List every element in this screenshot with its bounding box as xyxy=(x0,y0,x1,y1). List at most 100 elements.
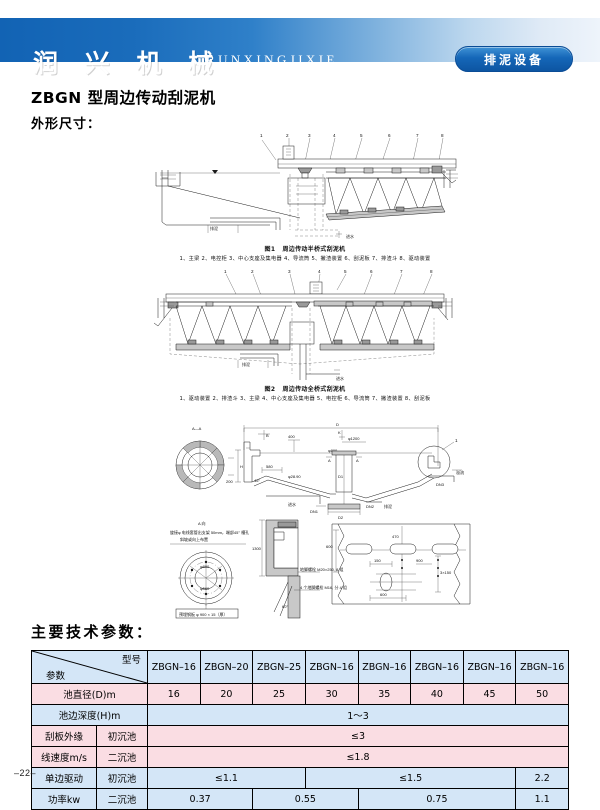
model-header-cell: ZBGN–16 xyxy=(304,650,359,684)
figure-3-drawing: A—A 200 D xyxy=(175,422,464,520)
brand-name-cn: 润 兴 机 械 xyxy=(33,49,223,78)
table-cell: 2.2 xyxy=(515,767,569,789)
svg-text:1: 1 xyxy=(224,269,227,274)
svg-text:1: 1 xyxy=(260,133,263,138)
row-sublabel: 二沉池 xyxy=(96,746,148,768)
table-cell: 20 xyxy=(199,683,254,705)
svg-text:150: 150 xyxy=(374,558,381,563)
table-header-row: 型号 参数 ZBGN–16 ZBGN–20 ZBGN–25 ZBGN–16 ZB… xyxy=(31,650,569,684)
svg-text:6: 6 xyxy=(388,133,391,138)
figure-3-section-view: A—A 200 D xyxy=(170,420,480,520)
svg-text:6: 6 xyxy=(370,269,373,274)
row-label: 单边驱动 xyxy=(31,767,97,789)
table-cell: 0.55 xyxy=(252,788,359,810)
svg-text:7: 7 xyxy=(416,133,419,138)
svg-text:5: 5 xyxy=(344,269,347,274)
row-label: 功率kw xyxy=(31,788,97,810)
figure-2-caption: 图2 周边传动全桥式刮泥机 1、驱动装置 2、排渣斗 3、主梁 4、中心支座及集… xyxy=(150,384,460,402)
table-cell: ≤3 xyxy=(147,725,569,747)
svg-text:5: 5 xyxy=(360,133,363,138)
spec-table-wrap: 型号 参数 ZBGN–16 ZBGN–20 ZBGN–25 ZBGN–16 ZB… xyxy=(31,650,569,810)
table-cell: 25 xyxy=(252,683,306,705)
figure-1: 1 2 3 4 5 6 7 8 xyxy=(150,126,460,262)
svg-text:4: 4 xyxy=(333,133,336,138)
page-title: ZBGN 型周边传动刮泥机 xyxy=(31,89,216,107)
table-cell: ≤1.1 xyxy=(147,767,306,789)
svg-text:470: 470 xyxy=(392,534,399,539)
figure-2-caption-title: 周边传动全桥式刮泥机 xyxy=(282,386,346,393)
svg-text:溢流: 溢流 xyxy=(456,469,464,475)
svg-text:B: B xyxy=(266,433,269,438)
svg-text:4: 4 xyxy=(318,269,321,274)
spec-section-title: 主要技术参数： xyxy=(31,623,154,641)
svg-text:DN2: DN2 xyxy=(366,504,375,509)
table-row: 功率kw 二沉池 0.37 0.55 0.75 1.1 xyxy=(31,788,569,810)
figure-1-legend: 1、主梁 2、电控柜 3、中心支座及集电器 4、导流筒 5、撇渣装置 6、刮泥板… xyxy=(179,256,431,262)
row-sublabel: 初沉池 xyxy=(96,767,148,789)
svg-text:进水: 进水 xyxy=(346,233,354,239)
figure-2-drawing: 1 2 3 4 5 6 7 8 xyxy=(153,269,453,381)
dim-D: D xyxy=(336,422,339,427)
model-header-cell: ZBGN–16 xyxy=(515,650,569,684)
svg-text:K: K xyxy=(338,430,341,435)
row-label: 池边深度(H)m xyxy=(31,704,148,726)
svg-text:600: 600 xyxy=(380,592,387,597)
svg-text:4 个地脚螺栓 M16, 分 4 组: 4 个地脚螺栓 M16, 分 4 组 xyxy=(300,584,347,590)
svg-text:600: 600 xyxy=(326,544,333,549)
svg-text:A: A xyxy=(356,458,359,463)
svg-text:A: A xyxy=(328,458,331,463)
svg-text:900: 900 xyxy=(416,558,423,563)
svg-text:580: 580 xyxy=(266,464,273,469)
figure-3-section-label: A—A xyxy=(192,426,202,431)
table-cell: 1.1 xyxy=(515,788,569,810)
model-header-cell: ZBGN–16 xyxy=(357,650,412,684)
model-header-cell: ZBGN–16 xyxy=(410,650,464,684)
header-banner: 润 兴 机 械 RUNXINGJIXIE 排泥设备 xyxy=(0,18,600,78)
svg-text:H: H xyxy=(240,464,243,469)
svg-text:60°: 60° xyxy=(282,604,288,609)
svg-text:进水: 进水 xyxy=(336,375,344,381)
svg-text:400: 400 xyxy=(288,434,295,439)
figure-2-caption-no: 图2 xyxy=(264,386,276,393)
dimensions-heading: 外形尺寸： xyxy=(31,117,102,132)
table-row: 池边深度(H)m 1～3 xyxy=(31,704,569,726)
category-badge: 排泥设备 xyxy=(455,46,573,72)
svg-text:3: 3 xyxy=(288,269,291,274)
table-cell: 16 xyxy=(147,683,201,705)
figure-2-legend: 1、驱动装置 2、排渣斗 3、主梁 4、中心支座及集电器 5、电控柜 6、导流筒… xyxy=(179,396,431,402)
figure-1-caption: 图1 周边传动半桥式刮泥机 1、主梁 2、电控柜 3、中心支座及集电器 4、导流… xyxy=(150,244,460,262)
svg-text:D1: D1 xyxy=(338,474,344,479)
table-row: 单边驱动 初沉池 ≤1.1 ≤1.5 2.2 xyxy=(31,767,569,789)
svg-text:8: 8 xyxy=(441,133,444,138)
figure-1-caption-no: 图1 xyxy=(264,246,276,253)
table-cell: ≤1.8 xyxy=(147,746,569,768)
category-badge-label: 排泥设备 xyxy=(483,52,544,67)
svg-text:φ28.90: φ28.90 xyxy=(288,474,301,479)
model-header-cell: ZBGN–25 xyxy=(252,650,306,684)
table-cell: 1～3 xyxy=(147,704,569,726)
svg-text:D2: D2 xyxy=(338,515,344,520)
row-label: 线速度m/s xyxy=(31,746,97,768)
svg-text:φ800: φ800 xyxy=(200,564,210,569)
table-cell: 30 xyxy=(304,683,359,705)
table-cell: 0.37 xyxy=(146,788,254,810)
svg-text:预埋钢板 φ 900 × 15（厚）: 预埋钢板 φ 900 × 15（厚） xyxy=(179,611,228,617)
svg-text:排泥: 排泥 xyxy=(242,361,250,367)
svg-text:φ800: φ800 xyxy=(328,448,338,453)
svg-text:排泥: 排泥 xyxy=(384,503,392,509)
figure-4-detail-views: A 向 旋接φ 电线套管出支架 50mm，端部45° 槽孔 斜坡或向上布置 φ8… xyxy=(170,516,480,621)
corner-param-label: 参数 xyxy=(46,671,66,682)
corner-diagonal-line xyxy=(32,651,147,683)
svg-text:φ560: φ560 xyxy=(200,586,210,591)
svg-text:3×150: 3×150 xyxy=(440,570,452,575)
row-label: 刮板外缘 xyxy=(31,725,97,747)
svg-text:排泥: 排泥 xyxy=(210,225,218,231)
page-number: –22– xyxy=(14,768,37,778)
table-row: 线速度m/s 二沉池 ≤1.8 xyxy=(31,746,569,768)
row-label: 池直径(D)m xyxy=(31,683,148,705)
table-cell: 35 xyxy=(357,683,412,705)
table-cell: 50 xyxy=(515,683,569,705)
figure-4-section-label: A 向 xyxy=(198,520,206,526)
svg-text:φ1200: φ1200 xyxy=(348,436,360,441)
